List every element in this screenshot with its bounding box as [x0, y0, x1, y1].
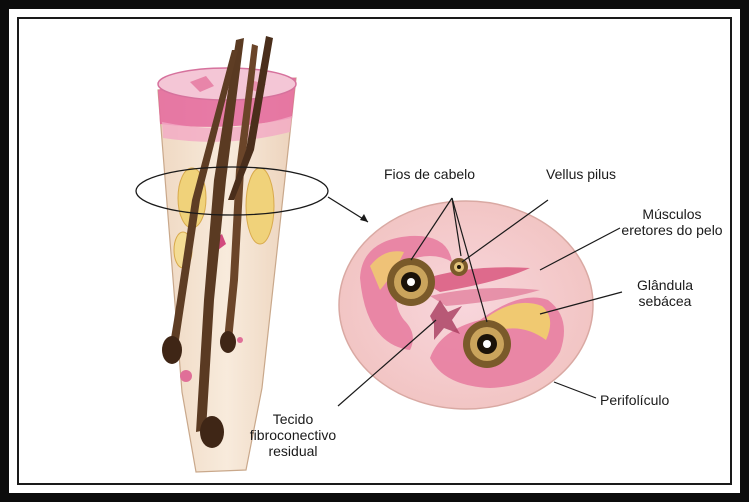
label-musculos: Músculos eretores do pelo — [612, 206, 732, 238]
label-vellus-pilus: Vellus pilus — [546, 166, 616, 182]
label-musculos-line1: Músculos — [612, 206, 732, 222]
label-perifoliculo: Perifolículo — [600, 392, 669, 408]
cross-section — [339, 201, 593, 409]
label-tecido-fibroconectivo: Tecido fibroconectivo residual — [238, 411, 348, 459]
label-glandula-line2: sebácea — [620, 293, 710, 309]
label-tecido-line3: residual — [238, 443, 348, 459]
label-glandula-sebacea: Glândula sebácea — [620, 277, 710, 309]
label-tecido-line2: fibroconectivo — [238, 427, 348, 443]
skin-cylinder — [136, 36, 328, 472]
label-fios-de-cabelo: Fios de cabelo — [384, 166, 475, 182]
label-tecido-line1: Tecido — [238, 411, 348, 427]
label-musculos-line2: eretores do pelo — [612, 222, 732, 238]
label-glandula-line1: Glândula — [620, 277, 710, 293]
